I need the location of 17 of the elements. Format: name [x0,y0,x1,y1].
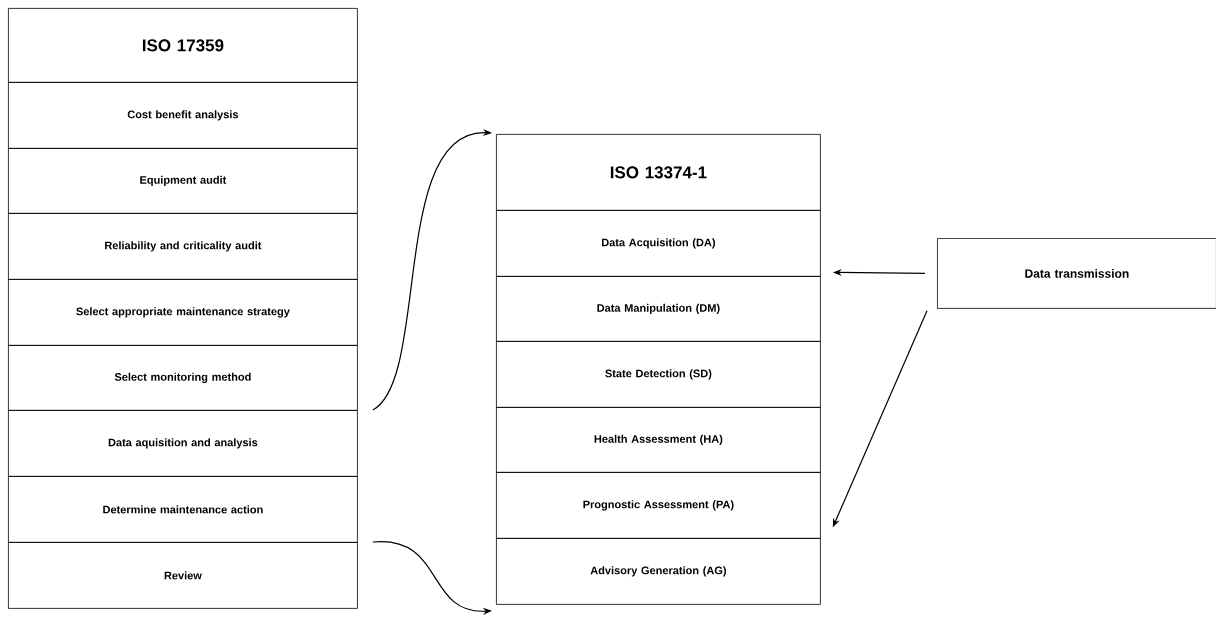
table-row: Equipment audit [8,148,358,214]
table-row: Health Assessment (HA) [496,407,821,473]
table-row: State Detection (SD) [496,341,821,408]
table-header: ISO 13374-1 [496,134,821,211]
table-row: Select monitoring method [8,345,358,411]
table-row: Prognostic Assessment (PA) [496,472,821,539]
table-row: Advisory Generation (AG) [496,538,821,605]
table-row: Determine maintenance action [8,476,358,543]
process-box: Data transmission [937,238,1216,309]
table-row: Data Acquisition (DA) [496,210,821,277]
table-row: Reliability and criticality audit [8,213,358,280]
table-row: Cost benefit analysis [8,82,358,149]
table-row: Select appropriate maintenance strategy [8,279,358,346]
table-row: Data Manipulation (DM) [496,276,821,342]
table-row: Review [8,542,358,609]
table-header: ISO 17359 [8,8,358,83]
table-row: Data aquisition and analysis [8,410,358,477]
